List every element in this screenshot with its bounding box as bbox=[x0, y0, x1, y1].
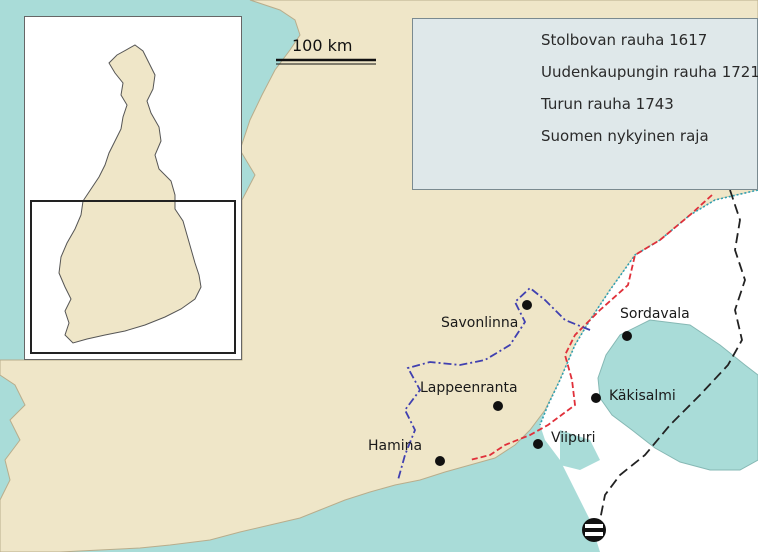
current-border-line bbox=[539, 189, 758, 426]
legend-label-stolbova: Stolbovan rauha 1617 bbox=[541, 31, 708, 49]
uusikaupunki-border-line bbox=[469, 194, 713, 461]
ladoga-lake bbox=[597, 319, 758, 471]
kakisalmi-marker bbox=[591, 393, 601, 403]
hamina-marker bbox=[435, 456, 445, 466]
lappeenranta-marker bbox=[493, 401, 503, 411]
inset-finland-outline bbox=[58, 44, 202, 344]
legend-label-uusikaupunki: Uudenkaupungin rauha 1721 bbox=[541, 63, 758, 81]
inset-map bbox=[24, 16, 242, 360]
legend-label-turku: Turun rauha 1743 bbox=[541, 95, 674, 113]
legend: Stolbovan rauha 1617 Uudenkaupungin rauh… bbox=[412, 18, 758, 190]
inset-finland-shape bbox=[30, 44, 236, 354]
place-label-sordavala: Sordavala bbox=[620, 306, 690, 322]
place-label-kakisalmi: Käkisalmi bbox=[609, 388, 676, 404]
gulf-island bbox=[560, 430, 600, 470]
place-label-lappeenranta: Lappeenranta bbox=[420, 380, 518, 396]
turku-border-line bbox=[397, 286, 591, 481]
legend-item-turku: Turun rauha 1743 bbox=[413, 91, 758, 121]
legend-item-uusikaupunki: Uudenkaupungin rauha 1721 bbox=[413, 59, 758, 89]
legend-label-current-border: Suomen nykyinen raja bbox=[541, 127, 709, 145]
publisher-logo-icon bbox=[582, 518, 606, 542]
scale-bar bbox=[276, 58, 376, 65]
sordavala-marker bbox=[622, 331, 632, 341]
legend-item-stolbova: Stolbovan rauha 1617 bbox=[413, 27, 758, 57]
inset-focus-rect bbox=[30, 200, 236, 354]
legend-item-current-border: Suomen nykyinen raja bbox=[413, 123, 758, 153]
savonlinna-marker bbox=[522, 300, 532, 310]
place-label-savonlinna: Savonlinna bbox=[441, 315, 519, 331]
stolbova-border-line bbox=[599, 189, 746, 521]
place-label-hamina: Hamina bbox=[368, 438, 423, 454]
place-label-viipuri: Viipuri bbox=[551, 430, 596, 446]
viipuri-marker bbox=[533, 439, 543, 449]
scale-bar-label: 100 km bbox=[292, 36, 353, 55]
